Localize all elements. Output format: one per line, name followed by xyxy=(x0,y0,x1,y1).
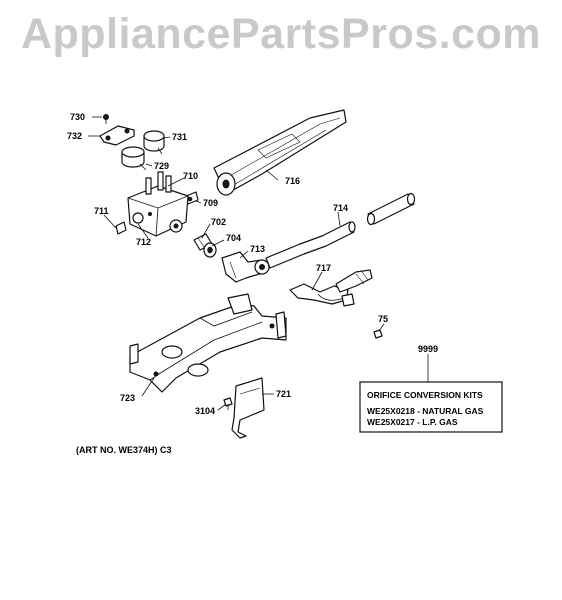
part-716-burner xyxy=(213,109,347,196)
leader-lines xyxy=(88,116,429,411)
label-732: 732 xyxy=(67,131,82,141)
part-732-bracket xyxy=(99,125,135,146)
part-3104-screw xyxy=(223,397,233,410)
label-709: 709 xyxy=(203,198,218,208)
label-704: 704 xyxy=(226,233,241,243)
part-704-nut xyxy=(203,242,217,258)
kits-row-lp-gas: WE25X0217 - L.P. GAS xyxy=(367,417,458,427)
label-75: 75 xyxy=(378,314,388,324)
part-713-elbow xyxy=(221,251,270,283)
part-731-coil xyxy=(143,130,165,155)
label-731: 731 xyxy=(172,132,187,142)
label-3104: 3104 xyxy=(195,406,215,416)
art-number: (ART NO. WE374H) C3 xyxy=(76,445,172,455)
watermark-logo: AppliancePartsPros.com xyxy=(20,10,541,58)
label-714: 714 xyxy=(333,203,348,213)
part-730-screw xyxy=(103,114,109,124)
kits-row-natural-gas: WE25X0218 - NATURAL GAS xyxy=(367,406,484,416)
label-721: 721 xyxy=(276,389,291,399)
label-702: 702 xyxy=(211,217,226,227)
part-721-shield xyxy=(231,377,265,439)
part-714-tube xyxy=(265,221,356,269)
orifice-kits-box: ORIFICE CONVERSION KITS WE25X0218 - NATU… xyxy=(359,381,503,433)
part-710-gas-valve xyxy=(127,171,189,237)
label-710: 710 xyxy=(183,171,198,181)
label-716: 716 xyxy=(285,176,300,186)
label-730: 730 xyxy=(70,112,85,122)
part-729-coil xyxy=(121,146,147,171)
label-712: 712 xyxy=(136,237,151,247)
part-labels: 730 732 731 729 710 709 716 711 712 702 … xyxy=(67,112,438,416)
part-tube-segment xyxy=(366,192,416,226)
label-717: 717 xyxy=(316,263,331,273)
label-713: 713 xyxy=(250,244,265,254)
label-729: 729 xyxy=(154,161,169,171)
part-75-screw xyxy=(373,329,383,339)
label-723: 723 xyxy=(120,393,135,403)
part-711-screw xyxy=(115,221,127,235)
part-717-igniter xyxy=(289,269,373,307)
part-723-bracket xyxy=(129,293,287,393)
label-9999: 9999 xyxy=(418,344,438,354)
kits-title: ORIFICE CONVERSION KITS xyxy=(367,390,483,400)
label-711: 711 xyxy=(94,206,109,216)
